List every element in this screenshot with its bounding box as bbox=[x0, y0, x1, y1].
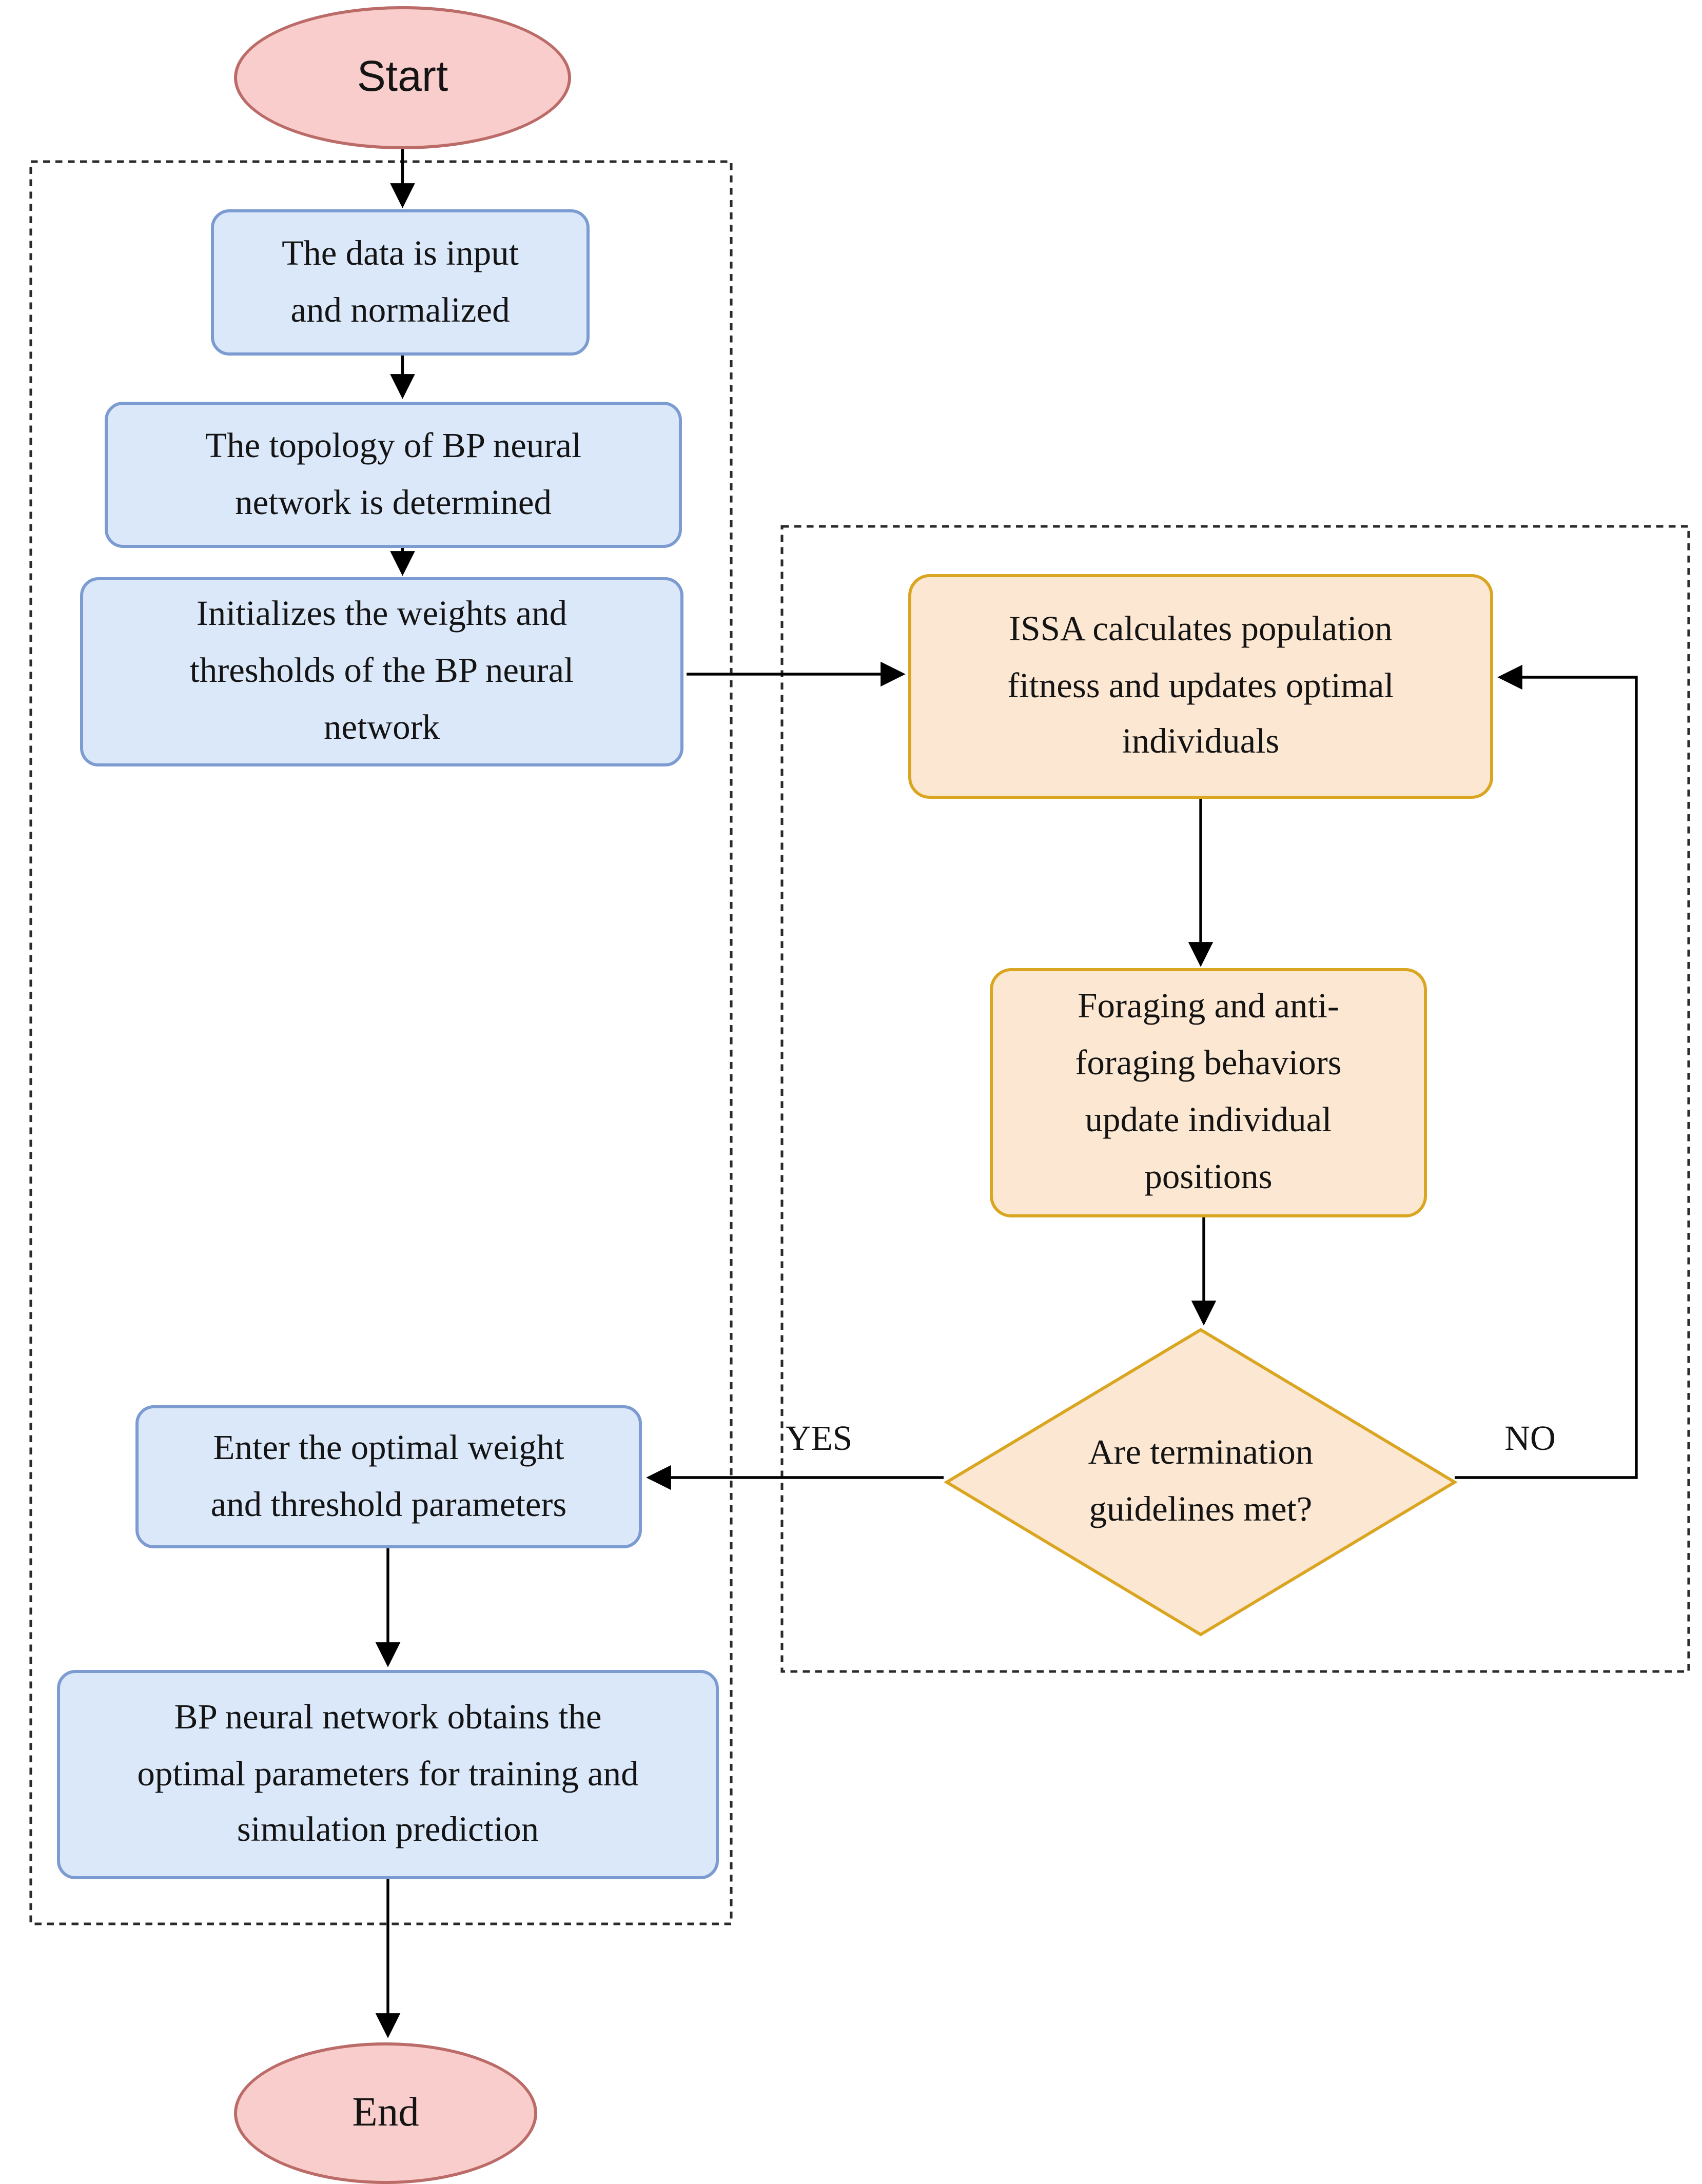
process-data-input-label: The data is input and normalized bbox=[282, 233, 519, 329]
process-issa-fitness: ISSA calculates population fitness and u… bbox=[908, 574, 1493, 799]
process-data-input: The data is input and normalized bbox=[211, 209, 590, 356]
process-issa-fitness-label: ISSA calculates population fitness and u… bbox=[1007, 609, 1394, 761]
process-initialize-label: Initializes the weights and thresholds o… bbox=[189, 594, 574, 746]
process-enter-params-label: Enter the optimal weight and threshold p… bbox=[210, 1428, 567, 1523]
decision-termination-shape bbox=[944, 1328, 1458, 1637]
process-initialize: Initializes the weights and thresholds o… bbox=[80, 577, 683, 766]
bp-phase-container bbox=[29, 160, 733, 1925]
process-foraging: Foraging and anti- foraging behaviors up… bbox=[990, 968, 1427, 1217]
process-topology-label: The topology of BP neural network is det… bbox=[205, 426, 582, 521]
process-topology: The topology of BP neural network is det… bbox=[105, 402, 682, 548]
no-branch-label: NO bbox=[1504, 1419, 1556, 1458]
issa-phase-container bbox=[780, 525, 1690, 1673]
process-foraging-label: Foraging and anti- foraging behaviors up… bbox=[1075, 987, 1342, 1196]
arrow-decision-no-loop bbox=[1455, 664, 1638, 1479]
start-label: Start bbox=[357, 52, 448, 101]
yes-branch-label: YES bbox=[785, 1419, 853, 1458]
end-terminator: End bbox=[234, 2042, 537, 2184]
start-terminator: Start bbox=[234, 6, 571, 149]
process-enter-params: Enter the optimal weight and threshold p… bbox=[135, 1405, 642, 1548]
process-bp-training-label: BP neural network obtains the optimal pa… bbox=[137, 1697, 639, 1849]
process-bp-training: BP neural network obtains the optimal pa… bbox=[57, 1670, 719, 1879]
decision-termination: Are termination guidelines met? bbox=[1016, 1393, 1385, 1571]
end-label: End bbox=[352, 2089, 419, 2136]
decision-termination-label: Are termination guidelines met? bbox=[1088, 1433, 1314, 1528]
